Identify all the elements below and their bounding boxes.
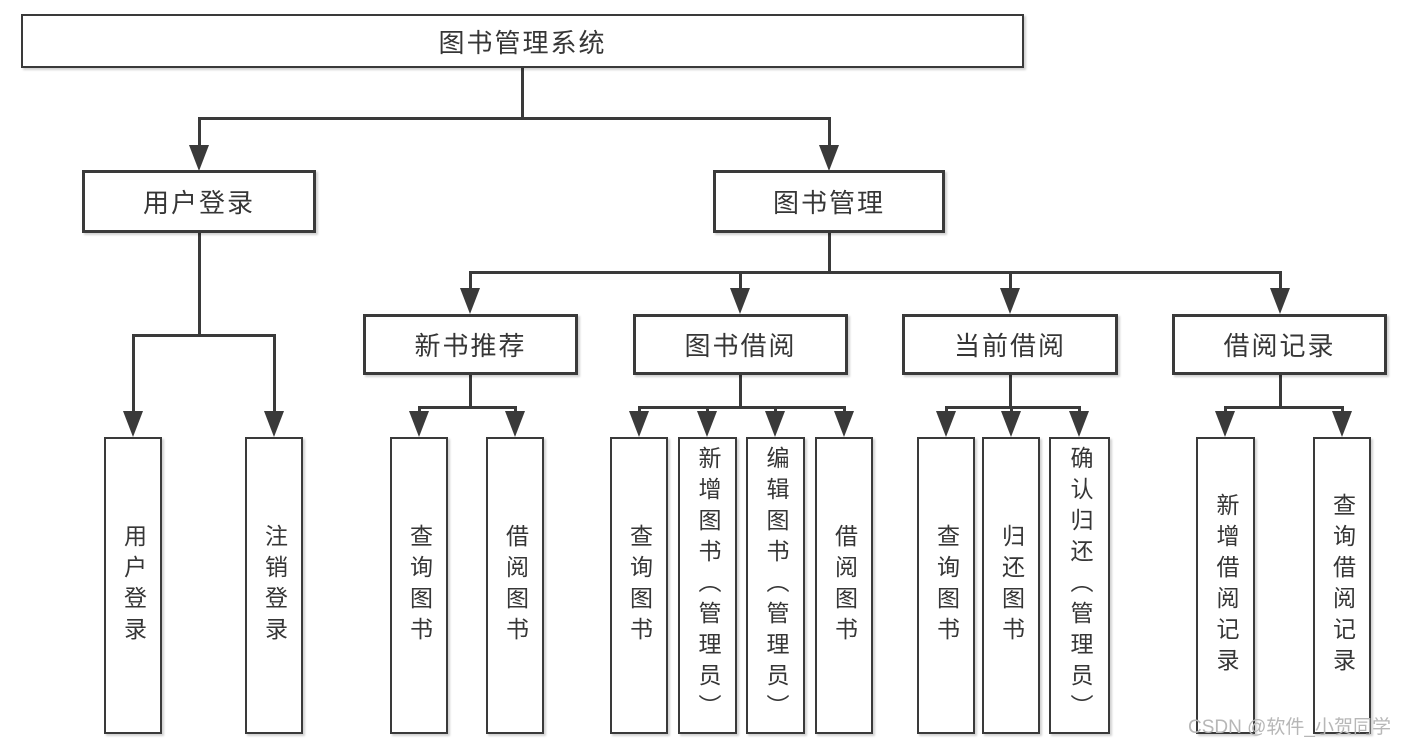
connector-root-stem xyxy=(521,66,524,119)
connector-drop-book-mgmt xyxy=(828,117,831,147)
node-cb-return-books-label: 归还图书 xyxy=(998,523,1025,648)
node-br-query-record-label: 查询借阅记录 xyxy=(1329,492,1356,679)
node-new-book-rec-label: 新书推荐 xyxy=(414,331,527,361)
connector-drop-cb-query xyxy=(945,406,948,415)
connector-user-login-hbar xyxy=(132,334,276,337)
connector-new-book-rec-hbar xyxy=(418,406,517,409)
watermark-text: CSDN @软件_小贺同学 xyxy=(1188,717,1391,738)
connector-drop-bb-borrow xyxy=(843,406,846,415)
node-leaf-logout-label: 注销登录 xyxy=(261,523,288,648)
arrowhead-rec-borrow xyxy=(505,411,525,437)
node-borrow-records: 借阅记录 xyxy=(1172,314,1387,375)
node-rec-borrow-books: 借阅图书 xyxy=(486,437,544,734)
arrowhead-user-login xyxy=(189,145,209,171)
connector-drop-cb-return xyxy=(1010,406,1013,415)
node-rec-query-books: 查询图书 xyxy=(390,437,448,734)
arrowhead-cb-return xyxy=(1001,411,1021,437)
node-bb-query-books: 查询图书 xyxy=(610,437,668,734)
connector-new-book-rec-stem xyxy=(469,372,472,409)
node-bb-add-books: 新增图书（管理员） xyxy=(678,437,737,734)
node-bb-borrow-books-label: 借阅图书 xyxy=(831,523,858,648)
connector-book-mgmt-stem xyxy=(828,231,831,274)
node-bb-add-books-label: 新增图书（管理员） xyxy=(695,446,721,725)
connector-drop-rec-borrow xyxy=(514,406,517,415)
node-cb-return-books: 归还图书 xyxy=(982,437,1040,734)
connector-drop-borrow-records xyxy=(1279,271,1282,293)
arrowhead-leaf-logout xyxy=(264,411,284,437)
arrowhead-br-add xyxy=(1215,411,1235,437)
connector-drop-user-login xyxy=(198,117,201,147)
node-root-label: 图书管理系统 xyxy=(438,27,607,58)
node-book-borrow: 图书借阅 xyxy=(633,314,848,375)
node-user-login: 用户登录 xyxy=(82,170,316,233)
connector-drop-rec-query xyxy=(418,406,421,415)
arrowhead-cb-query xyxy=(936,411,956,437)
connector-borrow-records-stem xyxy=(1279,372,1282,409)
node-br-add-record: 新增借阅记录 xyxy=(1196,437,1255,734)
node-bb-edit-books: 编辑图书（管理员） xyxy=(746,437,805,734)
node-current-borrow: 当前借阅 xyxy=(902,314,1118,375)
connector-drop-bb-edit xyxy=(774,406,777,415)
arrowhead-borrow-records xyxy=(1270,288,1290,314)
arrowhead-bb-edit xyxy=(765,411,785,437)
connector-drop-leaf-logout xyxy=(273,334,276,414)
node-rec-borrow-books-label: 借阅图书 xyxy=(502,523,529,648)
arrowhead-new-book-rec xyxy=(460,288,480,314)
arrowhead-rec-query xyxy=(409,411,429,437)
arrowhead-bb-add xyxy=(697,411,717,437)
node-book-borrow-label: 图书借阅 xyxy=(684,331,797,361)
arrowhead-current-borrow xyxy=(1000,288,1020,314)
node-bb-query-books-label: 查询图书 xyxy=(626,523,653,648)
connector-user-login-stem xyxy=(198,231,201,337)
arrowhead-bb-query xyxy=(629,411,649,437)
arrowhead-book-borrow xyxy=(730,288,750,314)
node-br-add-record-label: 新增借阅记录 xyxy=(1213,492,1239,679)
node-user-login-label: 用户登录 xyxy=(142,188,255,218)
connector-book-borrow-stem xyxy=(739,372,742,409)
connector-drop-bb-add xyxy=(706,406,709,415)
node-new-book-rec: 新书推荐 xyxy=(363,314,578,375)
connector-drop-br-query xyxy=(1341,406,1344,415)
arrowhead-leaf-user-login xyxy=(123,411,143,437)
connector-drop-book-borrow xyxy=(739,271,742,293)
arrowhead-bb-borrow xyxy=(834,411,854,437)
connector-drop-new-book-rec xyxy=(469,271,472,293)
connector-drop-cb-confirm xyxy=(1078,406,1081,415)
node-leaf-user-login-label: 用户登录 xyxy=(120,523,147,648)
node-cb-confirm-return-label: 确认归还（管理员） xyxy=(1067,446,1093,725)
arrowhead-cb-confirm xyxy=(1069,411,1089,437)
node-leaf-logout: 注销登录 xyxy=(245,437,303,734)
connector-drop-bb-query xyxy=(638,406,641,415)
node-rec-query-books-label: 查询图书 xyxy=(406,523,433,648)
node-current-borrow-label: 当前借阅 xyxy=(953,331,1066,361)
node-borrow-records-label: 借阅记录 xyxy=(1223,331,1336,361)
node-leaf-user-login: 用户登录 xyxy=(104,437,162,734)
connector-book-mgmt-hbar xyxy=(469,271,1282,274)
node-bb-edit-books-label: 编辑图书（管理员） xyxy=(763,446,789,725)
node-cb-confirm-return: 确认归还（管理员） xyxy=(1049,437,1110,734)
connector-drop-leaf-user-login xyxy=(132,334,135,414)
connector-drop-br-add xyxy=(1224,406,1227,415)
node-root: 图书管理系统 xyxy=(21,14,1024,68)
connector-book-borrow-hbar xyxy=(638,406,846,409)
connector-drop-current-borrow xyxy=(1009,271,1012,293)
node-cb-query-books-label: 查询图书 xyxy=(933,523,960,648)
connector-borrow-records-hbar xyxy=(1224,406,1344,409)
node-book-mgmt-label: 图书管理 xyxy=(772,188,885,218)
node-book-mgmt: 图书管理 xyxy=(713,170,945,233)
connector-root-hbar xyxy=(198,117,831,120)
arrowhead-book-mgmt xyxy=(819,145,839,171)
connector-current-borrow-hbar xyxy=(945,406,1081,409)
connector-current-borrow-stem xyxy=(1009,372,1012,409)
node-bb-borrow-books: 借阅图书 xyxy=(815,437,873,734)
node-br-query-record: 查询借阅记录 xyxy=(1313,437,1371,734)
node-cb-query-books: 查询图书 xyxy=(917,437,975,734)
arrowhead-br-query xyxy=(1332,411,1352,437)
